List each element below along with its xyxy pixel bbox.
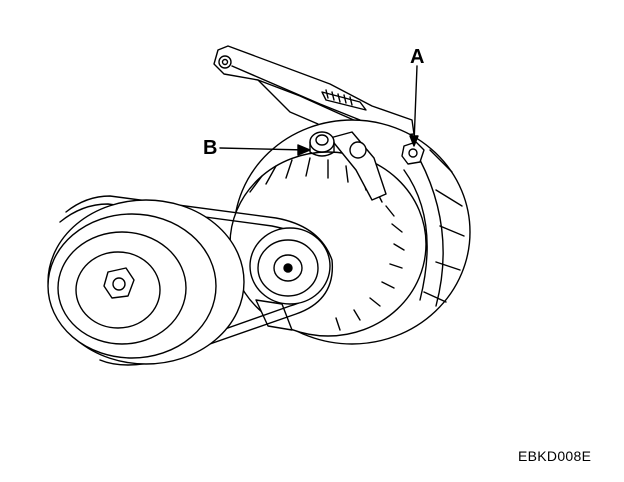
crankshaft-pulley bbox=[47, 199, 245, 365]
leader-line-a bbox=[409, 65, 419, 147]
leader-line-b bbox=[219, 144, 311, 156]
figure-code: EBKD008E bbox=[518, 448, 592, 464]
callout-b-label: B bbox=[203, 137, 218, 159]
bolt-b bbox=[309, 131, 335, 157]
adjusting-bracket bbox=[213, 45, 415, 137]
alternator bbox=[229, 119, 471, 345]
callout-a-label: A bbox=[410, 46, 425, 68]
alternator-pulley bbox=[249, 227, 331, 305]
